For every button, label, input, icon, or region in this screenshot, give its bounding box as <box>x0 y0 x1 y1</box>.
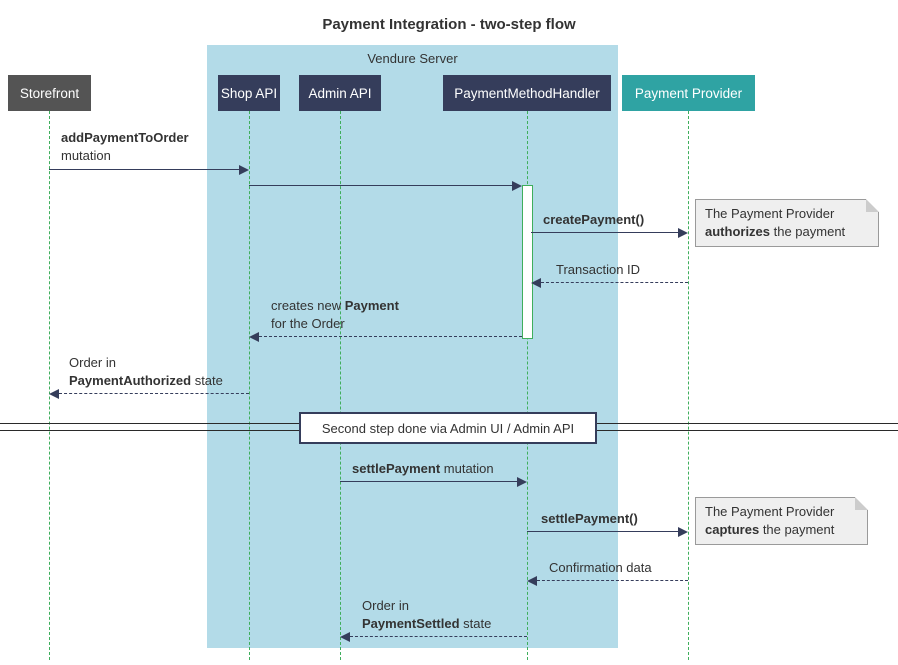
message-line-creates-payment <box>259 336 522 337</box>
participant-shop-api: Shop API <box>218 75 280 111</box>
message-text-bold: settlePayment() <box>541 511 638 526</box>
arrowhead-right-icon <box>239 165 249 175</box>
message-text: mutation <box>440 461 494 476</box>
message-label-settle-mutation: settlePayment mutation <box>352 460 494 478</box>
arrowhead-left-icon <box>531 278 541 288</box>
divider-label-box: Second step done via Admin UI / Admin AP… <box>299 412 597 444</box>
frame-label: Vendure Server <box>367 51 458 66</box>
lifeline-admin-api <box>340 111 341 660</box>
divider-label: Second step done via Admin UI / Admin AP… <box>321 420 575 436</box>
note-text: the payment <box>770 224 846 239</box>
arrowhead-left-icon <box>527 576 537 586</box>
message-line-confirmation <box>537 580 688 581</box>
message-text-bold: PaymentAuthorized <box>69 373 192 388</box>
participant-admin-api: Admin API <box>299 75 381 111</box>
note-text-bold: captures <box>705 522 760 537</box>
arrowhead-left-icon <box>49 389 59 399</box>
arrowhead-right-icon <box>512 181 522 191</box>
message-text: Order in <box>362 598 409 613</box>
participant-payment-method-handler: PaymentMethodHandler <box>443 75 611 111</box>
note-text: the payment <box>759 522 835 537</box>
message-label-settle-call: settlePayment() <box>541 510 638 528</box>
note-captures: The Payment Provider captures the paymen… <box>695 497 868 545</box>
message-text: for the Order <box>271 316 345 331</box>
message-text-bold: addPaymentToOrder <box>61 130 189 145</box>
arrowhead-right-icon <box>678 527 688 537</box>
lifeline-storefront <box>49 111 50 660</box>
note-authorizes: The Payment Provider authorizes the paym… <box>695 199 879 247</box>
message-line-transaction-id <box>541 282 688 283</box>
message-text-bold: settlePayment <box>352 461 441 476</box>
message-label-creates-payment: creates new Payment for the Order <box>271 297 399 333</box>
arrowhead-right-icon <box>517 477 527 487</box>
message-text-bold: Payment <box>344 298 399 313</box>
diagram-title: Payment Integration - two-step flow <box>322 16 576 33</box>
message-text-bold: createPayment() <box>543 212 645 227</box>
lifeline-payment-provider <box>688 111 689 660</box>
message-label-confirmation: Confirmation data <box>549 559 652 577</box>
message-text-bold: PaymentSettled <box>362 616 460 631</box>
note-text: The Payment Provider <box>705 206 835 221</box>
note-text-bold: authorizes <box>705 224 771 239</box>
message-line-order-authorized <box>59 393 249 394</box>
message-text: Confirmation data <box>549 560 652 575</box>
lifeline-shop-api <box>249 111 250 660</box>
note-text: The Payment Provider <box>705 504 835 519</box>
message-label-add-payment: addPaymentToOrder mutation <box>61 129 189 165</box>
message-text: state <box>191 373 223 388</box>
message-text: Order in <box>69 355 116 370</box>
participant-storefront: Storefront <box>8 75 91 111</box>
message-label-order-settled: Order in PaymentSettled state <box>362 597 491 633</box>
lifeline-payment-method-handler <box>527 111 528 660</box>
message-line-settle-call <box>527 531 678 532</box>
activation-bar-handler <box>522 185 533 339</box>
message-text: creates new <box>271 298 345 313</box>
message-label-create-payment: createPayment() <box>543 211 644 229</box>
message-label-transaction-id: Transaction ID <box>556 261 640 279</box>
message-line-settle-mutation <box>340 481 517 482</box>
message-line-order-settled <box>350 636 527 637</box>
participant-payment-provider: Payment Provider <box>622 75 755 111</box>
message-label-order-authorized: Order in PaymentAuthorized state <box>69 354 223 390</box>
frame-vendure-server: Vendure Server <box>207 45 618 648</box>
message-text: Transaction ID <box>556 262 641 277</box>
arrowhead-left-icon <box>249 332 259 342</box>
arrowhead-left-icon <box>340 632 350 642</box>
message-text: mutation <box>61 148 111 163</box>
message-line-add-payment <box>49 169 240 170</box>
message-text: state <box>459 616 492 631</box>
arrowhead-right-icon <box>678 228 688 238</box>
message-line-create-payment <box>531 232 678 233</box>
message-line-shop-to-handler <box>249 185 512 186</box>
